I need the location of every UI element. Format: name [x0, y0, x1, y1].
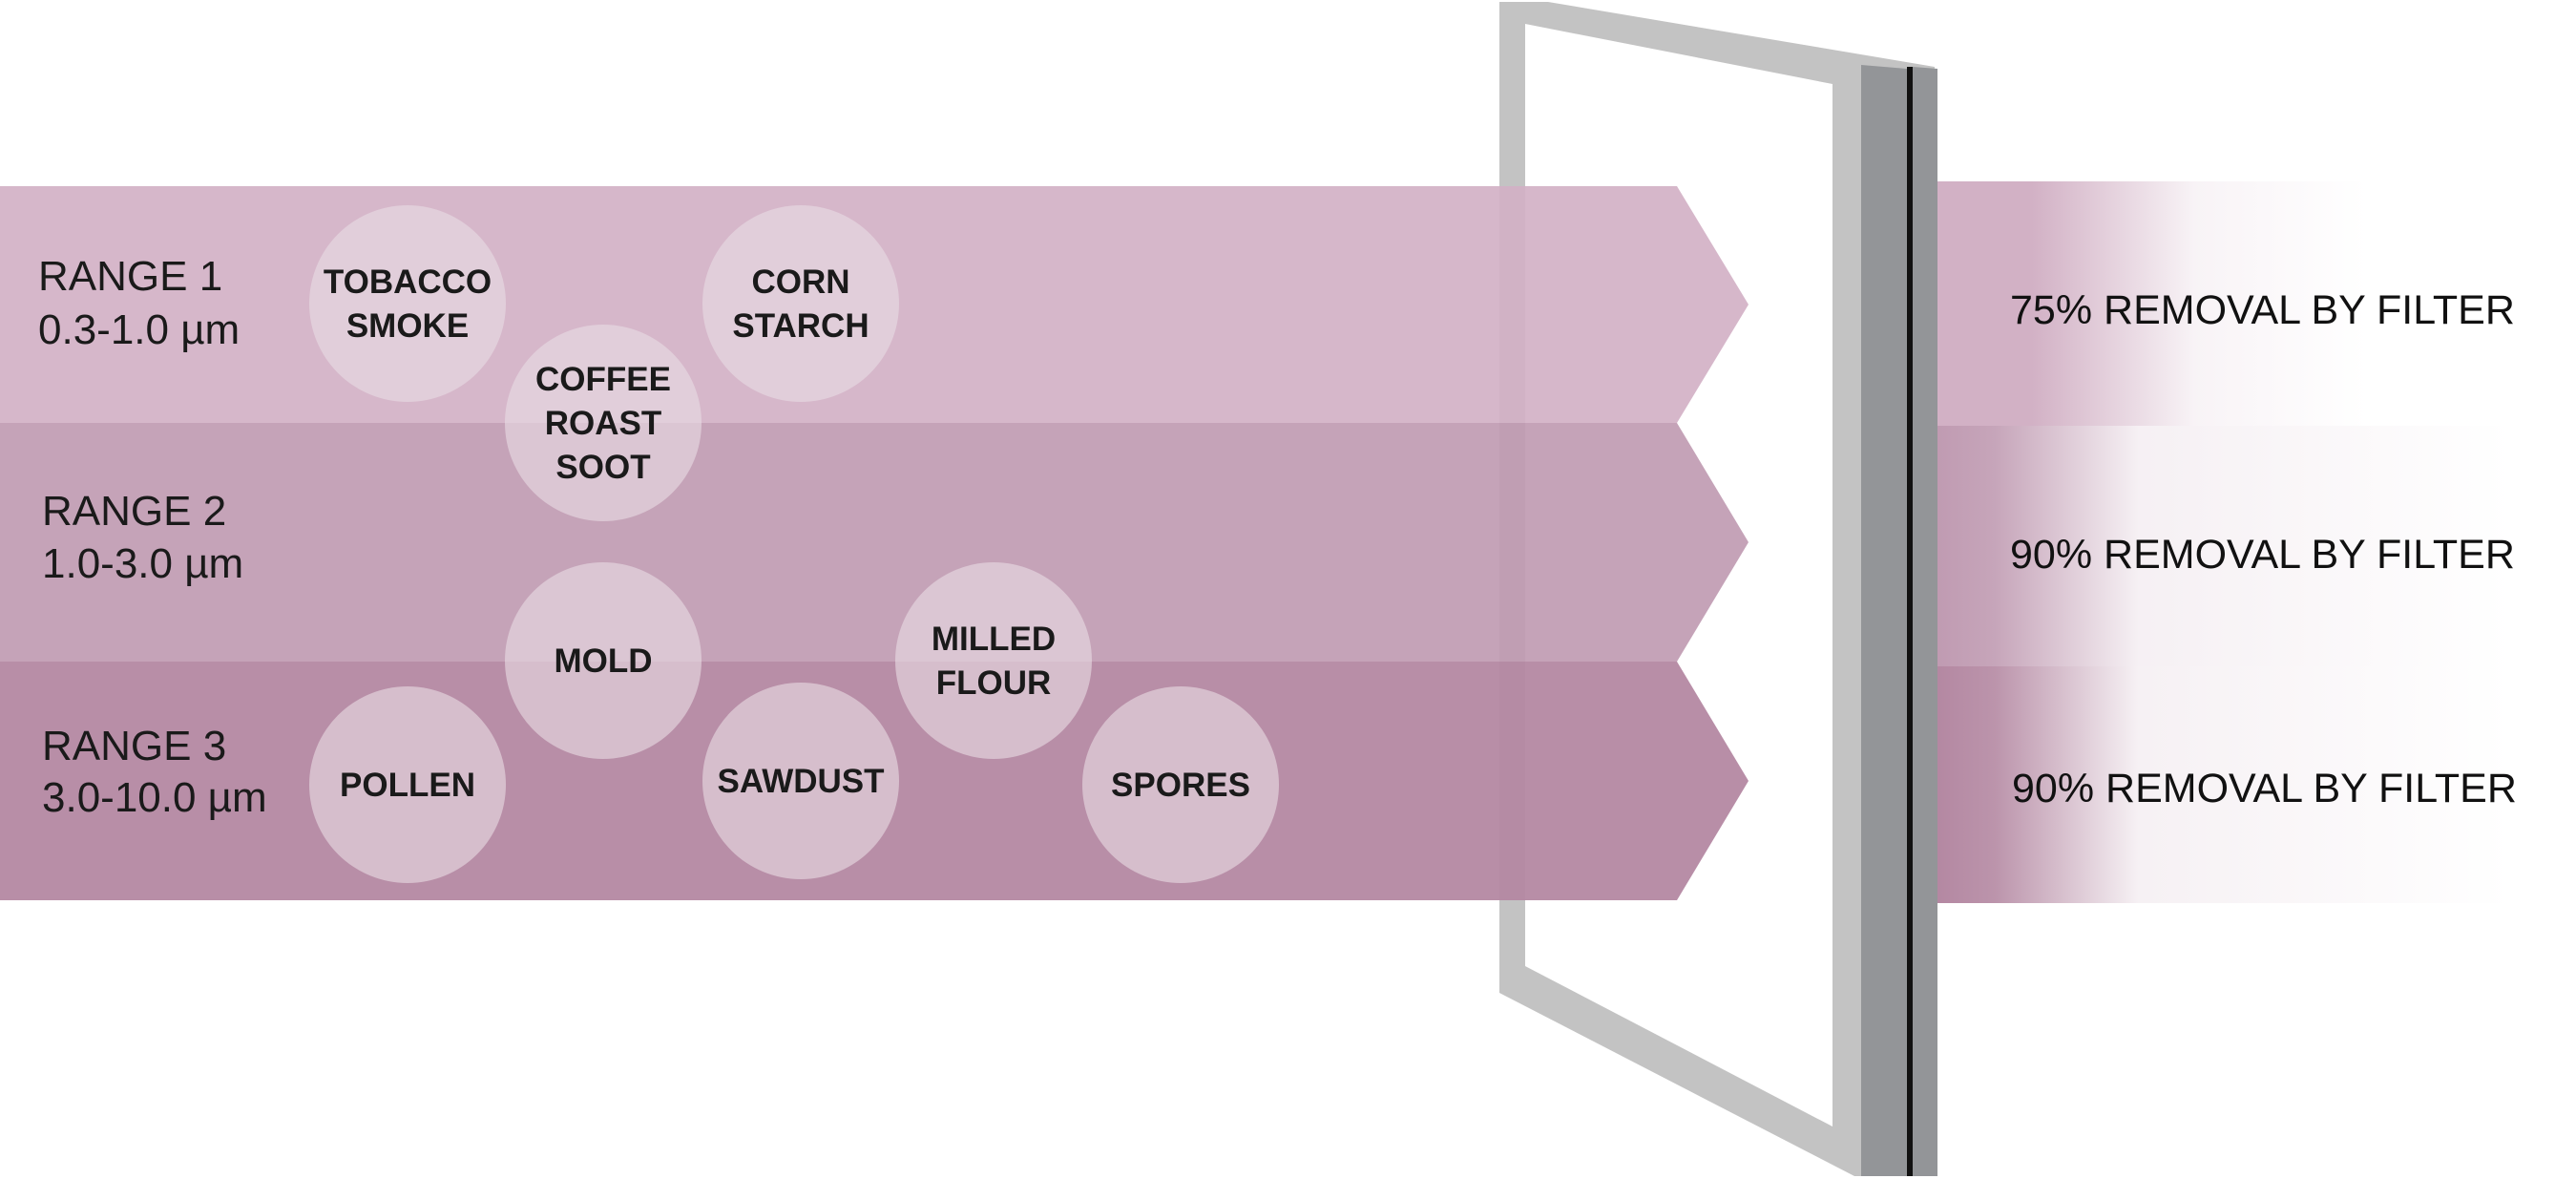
particle-label-line: COFFEE — [535, 361, 671, 398]
particle-label-line: MILLED — [932, 621, 1056, 658]
particle-circle — [702, 683, 899, 879]
filter-edge-media — [1861, 65, 1907, 1176]
range-1-size: 0.3-1.0 µm — [38, 306, 240, 353]
particle-label-line: STARCH — [732, 307, 869, 345]
particle-circle — [1082, 686, 1279, 883]
removal-label-3: 90% REMOVAL BY FILTER — [2012, 766, 2517, 811]
filter-edge — [1861, 65, 1937, 1176]
particle-sawdust: SAWDUST — [702, 683, 899, 879]
particle-pollen: POLLEN — [309, 686, 506, 883]
particle-mold: MOLD — [505, 562, 702, 759]
particle-label-line: SOOT — [555, 449, 650, 486]
range-labels: RANGE 1 0.3-1.0 µm RANGE 2 1.0-3.0 µm RA… — [38, 253, 267, 821]
particle-spores: SPORES — [1082, 686, 1279, 883]
removal-fade-3 — [1937, 666, 2510, 903]
range-2-name: RANGE 2 — [42, 488, 226, 535]
removal-label-1: 75% REMOVAL BY FILTER — [2010, 287, 2515, 333]
particle-label-line: SPORES — [1111, 767, 1250, 804]
particle-circle — [895, 562, 1092, 759]
particle-label-line: SMOKE — [346, 307, 469, 345]
range-3-name: RANGE 3 — [42, 723, 226, 769]
particle-circle — [309, 205, 506, 402]
range-2-size: 1.0-3.0 µm — [42, 540, 243, 587]
removal-fade-1 — [1937, 181, 2367, 426]
particle-corn-starch: CORN STARCH — [702, 205, 899, 402]
range-3-size: 3.0-10.0 µm — [42, 774, 267, 821]
particle-label-line: FLOUR — [936, 664, 1052, 702]
particle-label-line: SAWDUST — [718, 763, 885, 800]
particle-circle — [505, 325, 702, 521]
particle-label-line: MOLD — [554, 642, 652, 680]
removal-fade-2 — [1937, 426, 2510, 666]
filter-edge-line — [1907, 67, 1913, 1176]
particle-label-line: CORN — [751, 263, 849, 301]
filter-edge-rim — [1913, 67, 1937, 1176]
particle-circle — [702, 205, 899, 402]
particle-coffee-roast-soot: COFFEE ROAST SOOT — [505, 325, 702, 521]
removal-fades — [1937, 181, 2510, 903]
range-1-name: RANGE 1 — [38, 253, 222, 300]
range-band-2 — [0, 423, 1749, 662]
particle-tobacco-smoke: TOBACCO SMOKE — [309, 205, 506, 402]
particle-label-line: ROAST — [545, 405, 662, 442]
particle-circle — [505, 562, 702, 759]
particle-circle — [309, 686, 506, 883]
removal-labels: 75% REMOVAL BY FILTER 90% REMOVAL BY FIL… — [2010, 287, 2517, 811]
particle-label-line: POLLEN — [340, 767, 475, 804]
particle-milled-flour: MILLED FLOUR — [895, 562, 1092, 759]
removal-label-2: 90% REMOVAL BY FILTER — [2010, 532, 2515, 578]
particle-label-line: TOBACCO — [324, 263, 492, 301]
